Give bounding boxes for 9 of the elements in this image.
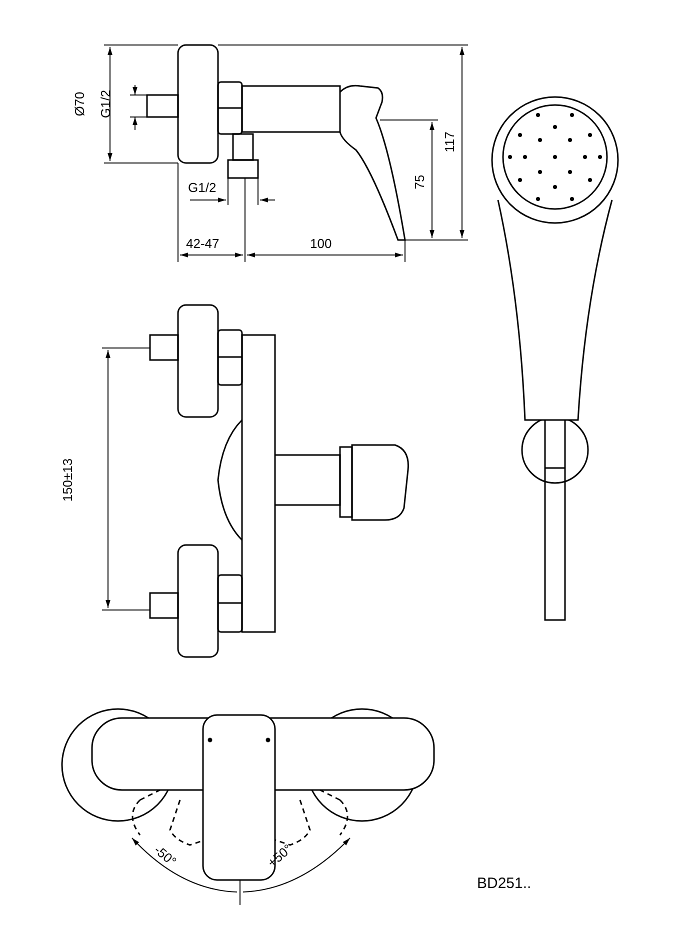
dimension-label: 42-47 [186, 237, 220, 251]
model-number: BD251.. [477, 877, 532, 891]
dimension-label: Ø70 [73, 92, 87, 116]
dimension-label: 117 [443, 132, 457, 152]
dimension-label: 150±13 [61, 458, 75, 502]
angle-label: -50° [151, 842, 179, 870]
thread-size-label: G1/2 [188, 181, 216, 195]
dimension-label: 100 [310, 237, 332, 251]
dimension-label: 75 [413, 174, 427, 190]
